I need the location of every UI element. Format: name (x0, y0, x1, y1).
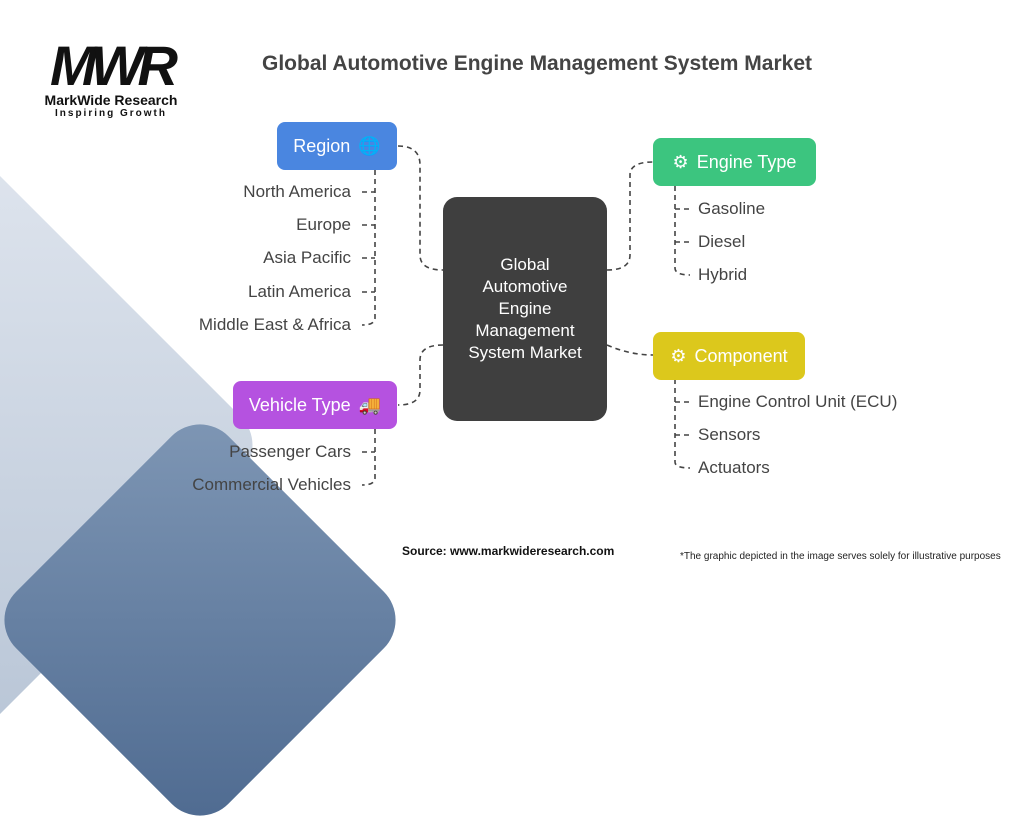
page-title: Global Automotive Engine Management Syst… (262, 52, 812, 75)
connector-lines (361, 145, 691, 486)
branch-label: Vehicle Type (248, 394, 351, 415)
logo-name: MarkWide Research (44, 92, 178, 108)
list-item: Latin America (248, 282, 351, 301)
engine-icon: ⚙ (672, 151, 689, 172)
branch-label: Region (293, 135, 351, 156)
branch-label: Component (694, 345, 788, 366)
logo-tagline: Inspiring Growth (55, 108, 167, 119)
list-item: Commercial Vehicles (192, 475, 351, 494)
globe-icon: 🌐 (358, 135, 381, 156)
logo-mark: MWR (50, 34, 178, 97)
source-text: Source: www.markwideresearch.com (402, 544, 615, 558)
list-item: Diesel (698, 232, 746, 251)
branch-vehicle-type: Vehicle Type 🚚 (233, 381, 397, 429)
list-item: North America (243, 182, 351, 201)
list-item: Asia Pacific (263, 248, 351, 267)
list-item: Middle East & Africa (198, 315, 351, 334)
disclaimer-note: *The graphic depicted in the image serve… (680, 551, 1001, 562)
gear-icon: ⚙ (670, 345, 687, 366)
list-item: Passenger Cars (229, 442, 351, 461)
branch-region: Region 🌐 (277, 122, 397, 170)
list-item: Sensors (698, 425, 761, 444)
list-item: Actuators (698, 458, 770, 477)
list-item: Hybrid (698, 265, 748, 284)
branch-component: ⚙ Component (653, 332, 805, 380)
center-node: Global Automotive Engine Management Syst… (443, 197, 607, 421)
list-item: Engine Control Unit (ECU) (698, 392, 898, 411)
logo: MWR MarkWide Research Inspiring Growth (36, 34, 186, 120)
branch-label: Engine Type (696, 151, 797, 172)
truck-icon: 🚚 (358, 394, 382, 415)
list-item: Gasoline (698, 199, 766, 218)
list-item: Europe (296, 215, 351, 234)
branch-engine-type: ⚙ Engine Type (653, 138, 816, 186)
